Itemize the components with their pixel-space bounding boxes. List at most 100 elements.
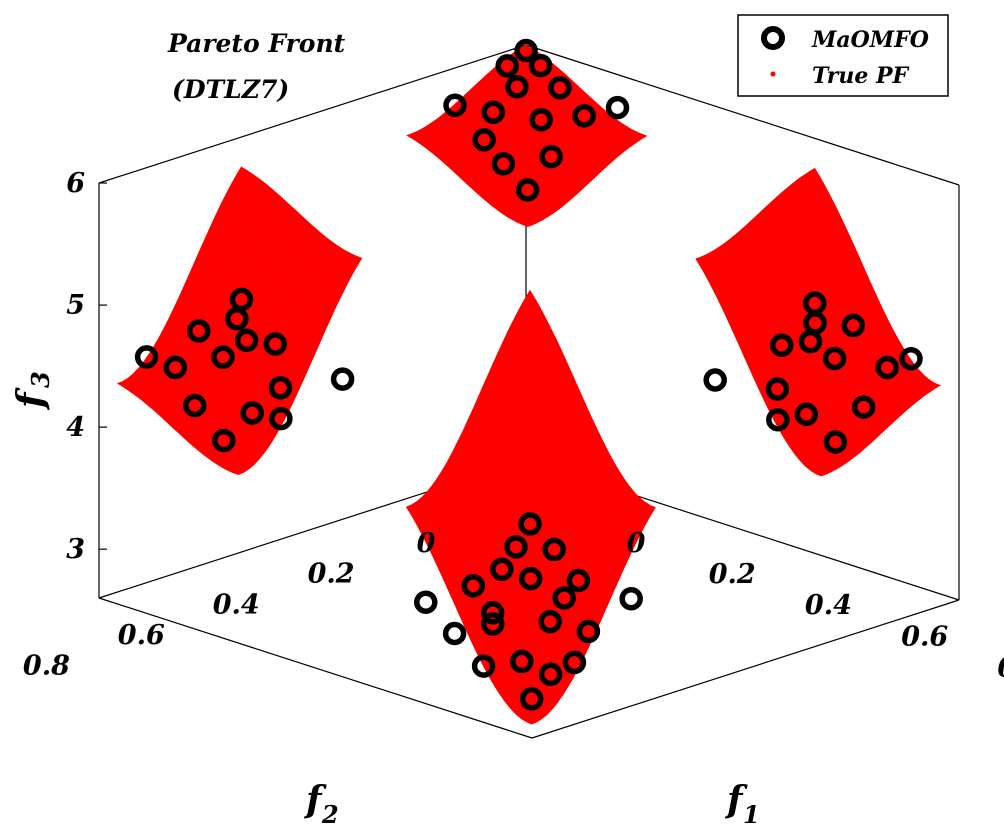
maomfo-point-26 [899, 346, 923, 371]
true-pf-mesh-line [495, 471, 620, 689]
maomfo-point-45 [542, 537, 566, 562]
maomfo-points [134, 38, 923, 711]
maomfo-point-7 [572, 104, 596, 128]
maomfo-point-10 [472, 128, 496, 152]
maomfo-point-44 [504, 535, 528, 559]
maomfo-point-34 [183, 393, 207, 418]
true-pf-mesh-line [212, 244, 337, 462]
z-tick-label: 5 [66, 290, 85, 321]
maomfo-point-42 [234, 328, 259, 353]
true-pf-mesh-line [126, 172, 251, 390]
title-line-2: (DTLZ7) [172, 75, 289, 104]
maomfo-point-6 [529, 107, 553, 132]
maomfo-point-8 [539, 144, 563, 169]
true-pf-mesh-line [433, 340, 558, 558]
true-pf-mesh-line [415, 305, 540, 523]
maomfo-point-41 [269, 406, 293, 431]
axis-label-f1-sub: 1 [743, 800, 760, 829]
maomfo-point-28 [798, 329, 823, 354]
box-edge-top-x [525, 44, 960, 186]
maomfo-point-47 [566, 568, 591, 593]
maomfo-point-51 [576, 619, 601, 644]
maomfo-point-33 [163, 355, 188, 380]
title-line-1: Pareto Front [167, 29, 346, 58]
axes-box-front [98, 183, 960, 739]
f2-tick-label: 0.2 [308, 559, 355, 590]
f2-tick-label: 0.6 [118, 620, 165, 651]
maomfo-point-20 [851, 395, 876, 419]
axis-label-f3-sub: 3 [26, 371, 55, 388]
maomfo-point-53 [510, 649, 534, 674]
chart-title: Pareto Front (DTLZ7) [167, 29, 346, 104]
true-pf-mesh-line [152, 192, 276, 410]
axis-label-f2-sub: 2 [321, 800, 339, 829]
maomfo-point-43 [518, 512, 542, 536]
true-pf-mesh-line [160, 199, 285, 417]
maomfo-point-62 [538, 662, 563, 687]
true-pf-mesh-line [143, 185, 268, 402]
legend-label-true-pf: True PF [812, 63, 910, 89]
maomfo-point-39 [263, 332, 288, 356]
true-pf-mesh-line [203, 238, 328, 455]
maomfo-point-1 [514, 38, 538, 63]
true-pf-mesh-line [195, 231, 319, 448]
axis-label-f2: f 2 [303, 779, 339, 829]
true-pf-patch-4 [405, 289, 656, 725]
true-pf-mesh-line [424, 322, 549, 540]
true-pf-mesh-line [169, 207, 294, 425]
maomfo-point-23 [765, 377, 790, 401]
z-tick-label: 4 [66, 412, 85, 443]
maomfo-point-55 [471, 654, 496, 678]
maomfo-point-13 [491, 152, 516, 176]
maomfo-point-4 [505, 75, 529, 99]
maomfo-point-18 [822, 346, 847, 371]
maomfo-point-17 [841, 313, 866, 338]
maomfo-point-5 [548, 76, 572, 100]
maomfo-point-50 [481, 612, 505, 636]
maomfo-point-52 [442, 621, 467, 646]
true-pf-mesh-line [460, 400, 584, 617]
maomfo-point-24 [703, 368, 727, 392]
z-tick-label: 3 [66, 534, 85, 565]
maomfo-point-27 [766, 407, 790, 432]
maomfo-point-61 [480, 601, 505, 625]
maomfo-point-46 [518, 566, 543, 591]
f1-tick-label: 0.4 [805, 590, 852, 621]
f1-tick-label: 0.6 [901, 621, 948, 652]
true-pf-mesh-line [229, 254, 354, 472]
true-pf-mesh-line [522, 503, 647, 720]
box-edge-floor-front-right [531, 599, 960, 739]
maomfo-point-37 [268, 376, 293, 400]
maomfo-point-40 [134, 345, 159, 369]
true-pf-mesh-line [513, 495, 638, 713]
maomfo-point-21 [823, 430, 848, 454]
maomfo-point-9 [515, 178, 540, 202]
maomfo-point-32 [211, 345, 235, 369]
legend-marker-true-pf [770, 71, 776, 77]
f1-tick-label: 0.8 [997, 652, 1004, 683]
f1-tick-label: 0 [627, 528, 646, 559]
maomfo-point-36 [240, 401, 264, 425]
maomfo-point-2 [495, 54, 519, 78]
legend-marker-maomfo [761, 26, 785, 50]
f2-tick-label: 0.4 [213, 589, 260, 620]
axis-label-f1: f 1 [724, 779, 760, 829]
maomfo-point-11 [443, 93, 467, 118]
maomfo-point-49 [538, 609, 562, 634]
legend: MaOMFO True PF [737, 14, 949, 97]
true-pf-mesh-line [186, 223, 311, 441]
maomfo-point-12 [605, 95, 630, 120]
true-pf-mesh-line [220, 250, 345, 467]
maomfo-point-38 [330, 367, 355, 391]
maomfo-point-48 [461, 574, 486, 598]
maomfo-point-54 [562, 650, 587, 675]
legend-label-maomfo: MaOMFO [811, 27, 929, 53]
maomfo-point-60 [552, 586, 576, 610]
maomfo-point-58 [414, 590, 438, 614]
true-pf-mesh-line [177, 215, 302, 433]
true-pf-mesh-line [469, 419, 593, 637]
maomfo-point-59 [490, 557, 514, 582]
true-pf-mesh-line [477, 438, 602, 656]
maomfo-point-22 [794, 402, 819, 427]
f2-tick-label: 0 [417, 528, 436, 559]
